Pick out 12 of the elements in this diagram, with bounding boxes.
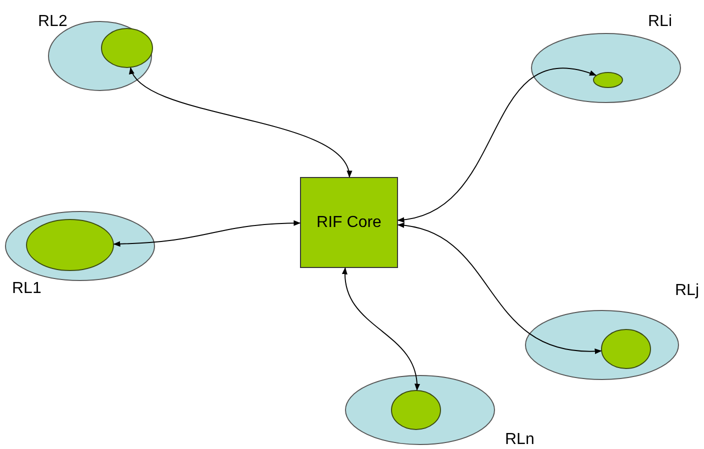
box-label: RIF Core (316, 214, 382, 232)
arrow (130, 67, 350, 178)
region-label: RL1 (12, 281, 42, 297)
arrow (113, 220, 301, 247)
process-box (300, 177, 398, 268)
arrow (397, 223, 602, 354)
region-label: RLi (648, 14, 672, 30)
arrow (342, 267, 420, 391)
arrow (397, 68, 597, 222)
region-label: RL2 (38, 14, 68, 30)
region-label: RLj (675, 283, 700, 299)
region-label: RLn (505, 432, 534, 448)
